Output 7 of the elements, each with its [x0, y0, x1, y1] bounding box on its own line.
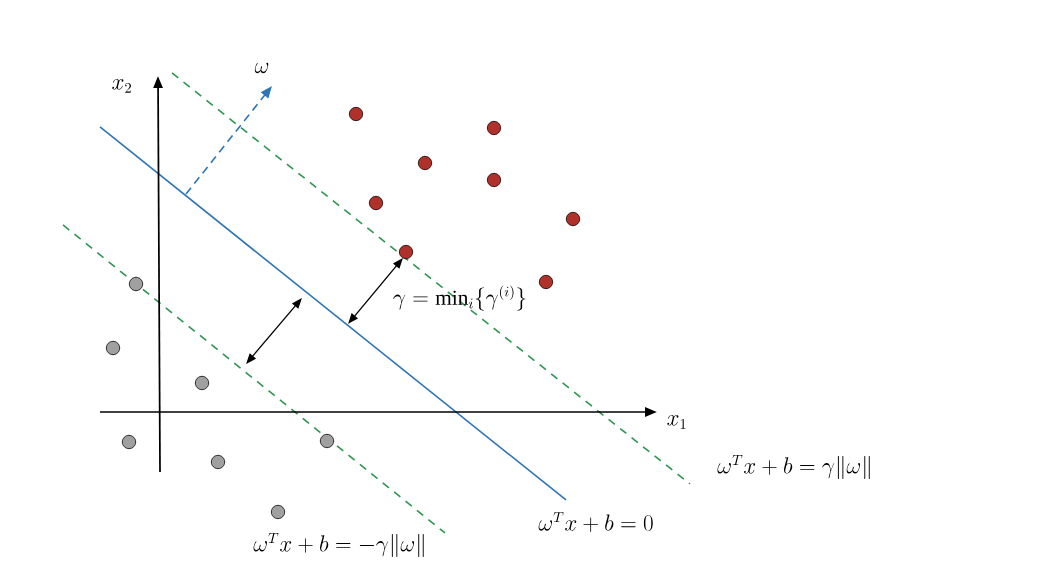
axis-label: $x_1$	[667, 415, 686, 429]
margin-formula: $\gamma = \min_i\{\gamma^{(i)}\}$	[393, 285, 526, 311]
axis-label: $x_2$	[112, 79, 131, 93]
equation-label: $\omega^T x + b = -\gamma\|\omega\|$	[253, 533, 424, 558]
equation-label: $\omega^T x + b = \gamma\|\omega\|$	[717, 455, 870, 480]
equation-label: $\omega^T x + b = 0$	[538, 512, 653, 532]
vector-label: $\omega$	[254, 62, 269, 74]
